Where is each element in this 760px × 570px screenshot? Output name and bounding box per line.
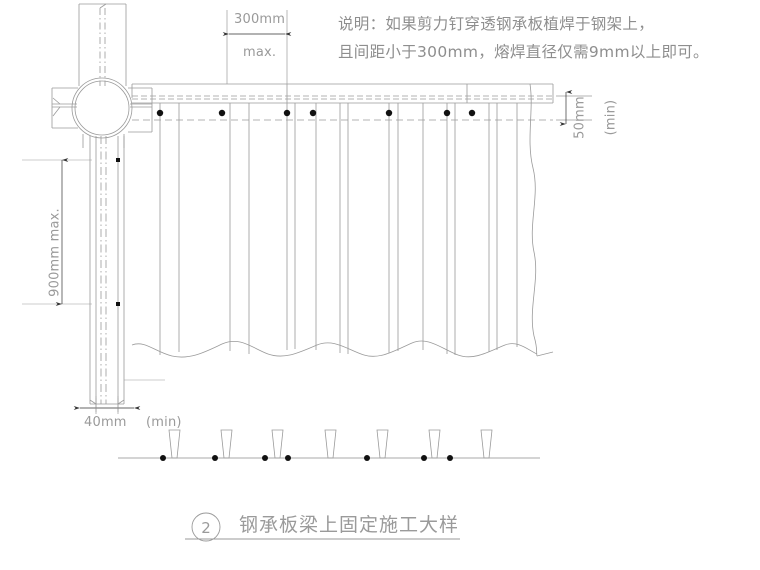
note-block: 说明：如果剪力钉穿透钢承板植焊于钢架上， 且间距小于300mm，熔焊直径仅需9m… — [338, 10, 738, 66]
dimension-300mm — [222, 10, 292, 84]
dimension-label-right-depth: 50mm — [572, 96, 588, 139]
note-line-1: 说明：如果剪力钉穿透钢承板植焊于钢架上， — [338, 15, 655, 33]
shear-stud-elevation — [118, 429, 540, 461]
detail-number: 2 — [201, 519, 211, 537]
pipe-column-detail — [51, 3, 153, 148]
column-shaft — [22, 136, 165, 405]
dimension-label-bottom-width-qualifier: (min) — [146, 415, 182, 430]
left-connection-plate — [51, 87, 78, 129]
dimension-label-right-depth-qualifier: (min) — [603, 99, 619, 136]
dimension-label-top-span-qualifier: max. — [243, 45, 277, 60]
dimension-label-top-span: 300mm — [234, 12, 286, 27]
dimension-50mm — [556, 90, 592, 126]
dimension-label-left-height: 900mm max. — [47, 208, 63, 297]
column-pipe-section — [71, 77, 133, 139]
detail-title: 钢承板梁上固定施工大样 — [239, 514, 460, 536]
dimension-label-bottom-width: 40mm — [84, 415, 127, 430]
right-connection-plate — [128, 87, 153, 133]
note-line-2: 且间距小于300mm，熔焊直径仅需9mm以上即可。 — [338, 43, 709, 61]
title-underline-and-bubble — [185, 512, 460, 542]
column-upper-stub — [78, 3, 127, 86]
steel-decking — [131, 83, 554, 358]
dimension-40mm — [73, 396, 141, 414]
